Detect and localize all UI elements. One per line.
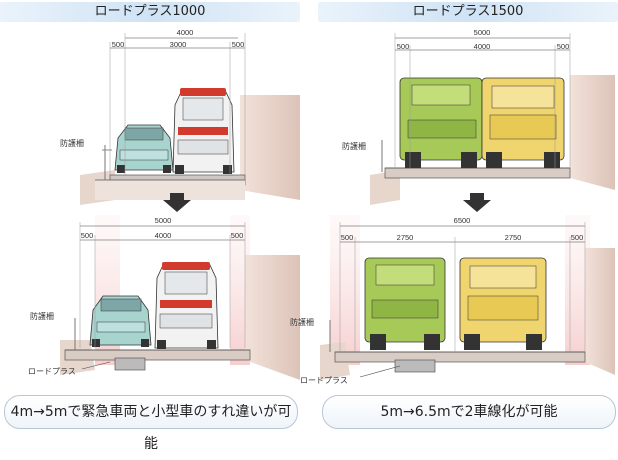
ambulance-icon <box>172 88 235 174</box>
road-plus-label: ロードプラス <box>28 367 76 376</box>
ambulance-icon <box>154 262 219 349</box>
dim-center: 3000 <box>169 40 187 49</box>
dim-total: 5000 <box>154 216 172 225</box>
yellow-truck-icon <box>459 257 547 350</box>
guard-fence-label: 防護柵 <box>30 312 54 321</box>
dim-total: 6500 <box>453 216 471 225</box>
small-car-icon <box>114 124 174 173</box>
dim-total: 5000 <box>473 28 491 37</box>
left-bottom-section <box>60 222 300 380</box>
small-car-icon <box>89 295 152 347</box>
right-top-section <box>370 33 615 205</box>
cross-section-diagram <box>60 33 615 380</box>
dim-lane-left: 2750 <box>396 233 414 242</box>
dim-side-right: 500 <box>570 233 584 242</box>
guard-fence-label: 防護柵 <box>60 139 84 148</box>
dim-side-right: 500 <box>230 231 244 240</box>
dim-center: 4000 <box>154 231 172 240</box>
left-top-section <box>80 33 300 205</box>
green-truck-icon <box>399 77 483 168</box>
green-truck-icon <box>364 257 446 350</box>
dim-side-right: 500 <box>231 40 245 49</box>
left-down-arrow <box>163 193 191 212</box>
yellow-truck-icon <box>481 77 565 168</box>
guard-fence-label: 防護柵 <box>290 318 314 327</box>
dim-side-left: 500 <box>80 231 94 240</box>
dim-side-left: 500 <box>340 233 354 242</box>
road-plus-label: ロードプラス <box>300 376 348 385</box>
dim-total: 4000 <box>176 28 194 37</box>
right-bottom-section <box>320 222 615 380</box>
left-caption: 4m→5mで緊急車両と小型車のすれ違いが可能 <box>4 395 298 452</box>
right-caption: 5m→6.5mで2車線化が可能 <box>322 395 616 429</box>
right-down-arrow <box>463 193 491 212</box>
dim-center: 4000 <box>473 42 491 51</box>
dim-side-left: 500 <box>396 42 410 51</box>
dim-side-left: 500 <box>111 40 125 49</box>
dim-side-right: 500 <box>556 42 570 51</box>
right-panel-title: ロードプラス1500 <box>318 2 618 22</box>
guard-fence-label: 防護柵 <box>342 142 366 151</box>
left-panel-title: ロードプラス1000 <box>0 2 300 22</box>
dim-lane-right: 2750 <box>504 233 522 242</box>
